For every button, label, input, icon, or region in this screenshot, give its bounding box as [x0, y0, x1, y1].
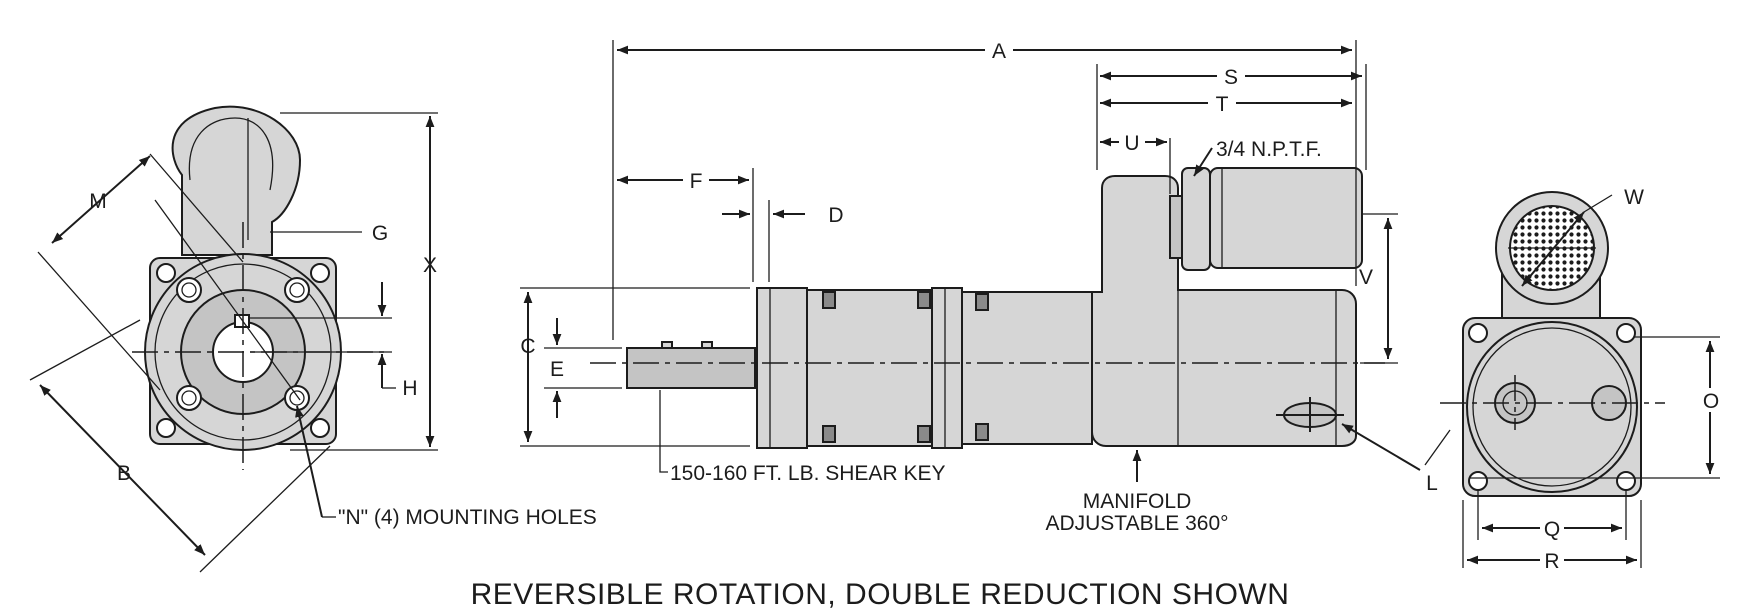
dim-label-u: U: [1124, 132, 1139, 155]
dim-label-e: E: [550, 358, 564, 381]
dim-label-o: O: [1703, 390, 1719, 413]
dimension-labels: A S T U 3/4 N.P.T.F. F D V C E 150-160 F…: [89, 38, 1722, 573]
dim-label-c: C: [520, 335, 535, 358]
dim-label-r: R: [1544, 550, 1559, 573]
dim-label-g: G: [372, 222, 388, 245]
manifold-adjustable-label: ADJUSTABLE 360°: [1045, 512, 1228, 535]
dim-label-w: W: [1624, 186, 1644, 209]
dim-label-a: A: [992, 40, 1006, 63]
dim-label-d: D: [828, 204, 843, 227]
dim-label-q: Q: [1544, 518, 1560, 541]
dim-label-x: X: [423, 254, 437, 277]
dim-label-v: V: [1359, 266, 1373, 289]
dim-label-b: B: [117, 462, 131, 485]
dim-label-t: T: [1216, 93, 1229, 116]
mounting-holes-label: "N" (4) MOUNTING HOLES: [338, 506, 597, 529]
dim-label-h: H: [402, 377, 417, 400]
right-end-view: [1341, 191, 1720, 568]
manifold-label: MANIFOLD: [1083, 490, 1192, 513]
side-view: [520, 40, 1398, 482]
dim-label-l: L: [1426, 472, 1438, 495]
figure-caption: REVERSIBLE ROTATION, DOUBLE REDUCTION SH…: [471, 578, 1290, 611]
dim-label-f: F: [690, 170, 703, 193]
dim-label-s: S: [1224, 66, 1238, 89]
left-end-view: [29, 105, 438, 573]
dim-label-m: M: [89, 190, 107, 213]
shear-key-label: 150-160 FT. LB. SHEAR KEY: [670, 462, 945, 485]
npt-fitting-label: 3/4 N.P.T.F.: [1216, 138, 1322, 161]
